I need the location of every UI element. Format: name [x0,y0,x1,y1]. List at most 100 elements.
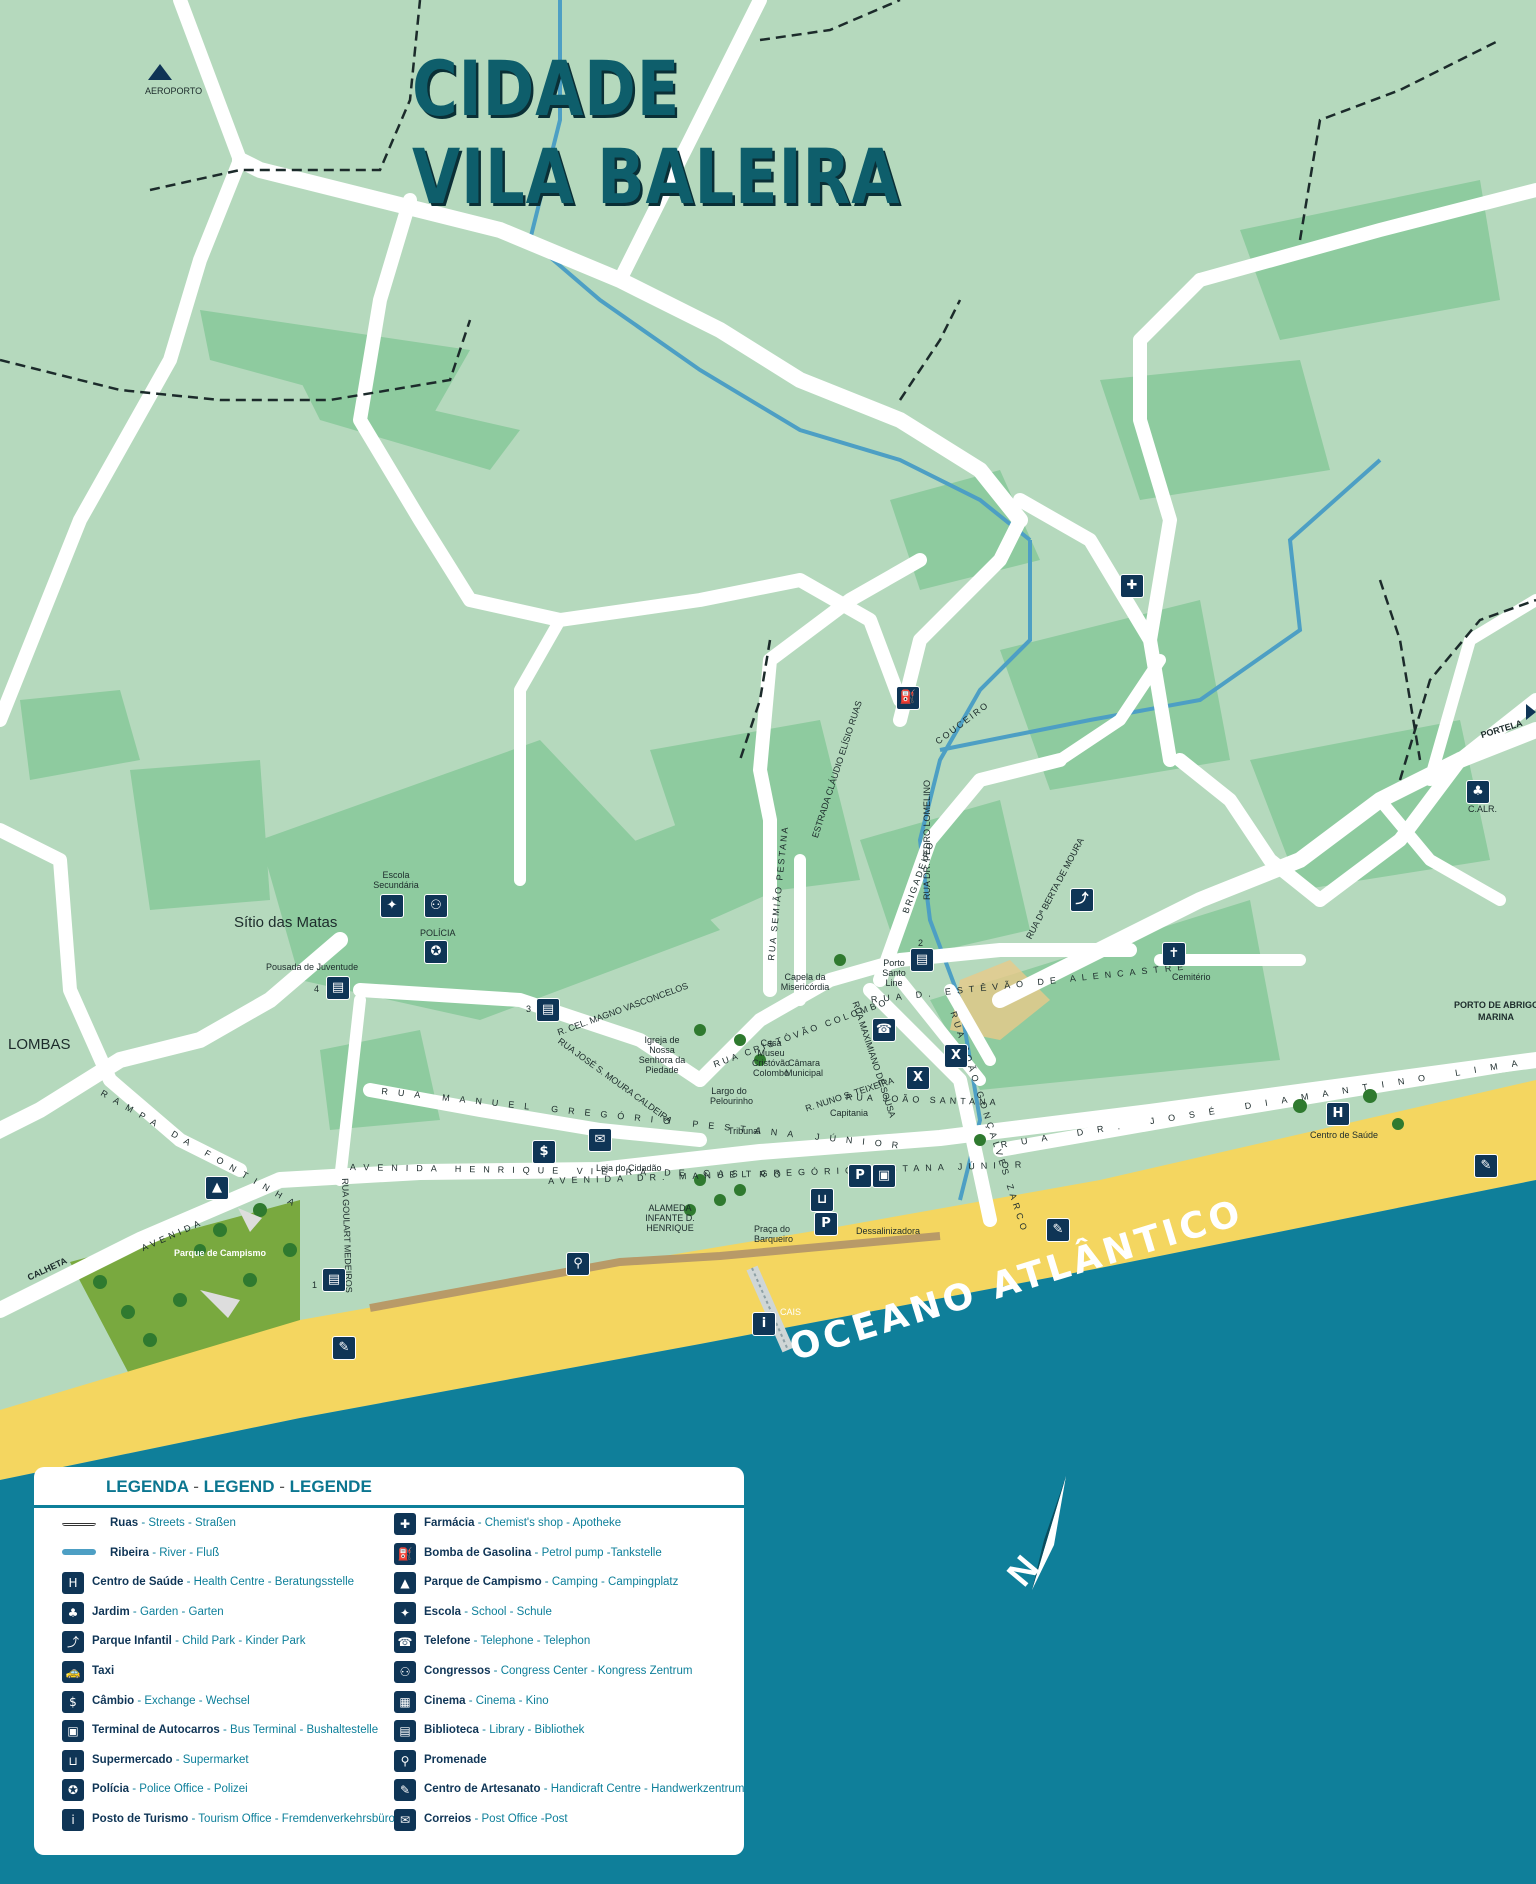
taxi-icon[interactable]: X [906,1066,930,1090]
legend-item-label: Telefone - Telephone - Telephon [424,1635,591,1648]
post-icon[interactable]: ✉ [588,1128,612,1152]
garden-icon[interactable]: ♣ [1466,780,1490,804]
school-icon[interactable]: ✦ [380,894,404,918]
label-cemiterio: Cemitério [1172,972,1211,982]
legend-title-en: LEGEND [203,1477,275,1496]
label-capela: Capela da Misericórdia [780,972,830,992]
playground-icon[interactable]: ⤴ [1070,888,1094,912]
legend-item-label: Biblioteca - Library - Bibliothek [424,1724,585,1737]
label-loja: Loja do Cidadão [596,1163,662,1173]
label-capitania: Capitania [830,1108,869,1118]
fuel-icon[interactable]: ⛽ [896,686,920,710]
library-icon-4[interactable]: ▤ [910,948,934,972]
label-marina: MARINA [1478,1012,1514,1022]
legend-item-label: Centro de Artesanato - Handicraft Centre… [424,1783,745,1796]
label-sitio: Sítio das Matas [234,914,338,931]
police-icon[interactable]: ✪ [424,940,448,964]
pharmacy-icon: ✚ [394,1513,416,1535]
label-praca: Praça do Barqueiro [754,1224,794,1244]
legend-item-label: Parque de Campismo - Camping - Campingpl… [424,1576,679,1589]
label-largo: Largo do Pelourinho [710,1086,754,1106]
legend-header: LEGENDA - LEGEND - LEGENDE [34,1467,744,1508]
street-rua-dr-pedro: RUA DR. PEDRO LOMELINO [922,779,932,900]
taxi-icon-2[interactable]: X [944,1044,968,1068]
label-n1: 1 [312,1280,318,1290]
legend-item-label: Centro de Saúde - Health Centre - Beratu… [92,1576,355,1589]
exchange-icon: $ [62,1690,84,1713]
handicraft-icon-3[interactable]: ✎ [1474,1154,1498,1178]
label-centro-saude: Centro de Saúde [1310,1130,1379,1140]
taxi-icon: 🚕 [62,1661,84,1683]
hospital-icon: H [62,1572,84,1595]
legend-item-label: Parque Infantil - Child Park - Kinder Pa… [92,1635,306,1648]
legend-item-label: Cinema - Cinema - Kino [424,1694,549,1707]
tourism-icon: i [62,1809,84,1831]
bus-icon[interactable]: ▣ [872,1164,896,1188]
hospital-icon[interactable]: H [1326,1102,1350,1126]
library-icon-2[interactable]: ▤ [536,998,560,1022]
trees [93,954,1404,1347]
label-igreja: Igreja de Nossa Senhora da Piedade [638,1035,686,1075]
school-icon: ✦ [394,1601,416,1624]
map-title: CIDADE VILA BALEIRA [412,45,900,221]
label-lombas: LOMBAS [8,1036,71,1053]
label-n2: 2 [918,938,924,948]
handicraft-icon-2[interactable]: ✎ [332,1336,356,1360]
legend-item-label: Correios - Post Office -Post [424,1813,568,1825]
label-policia: POLÍCIA [420,928,456,938]
legend-item-label: Bomba de Gasolina - Petrol pump -Tankste… [424,1546,662,1559]
legend-item-label: Ruas - Streets - Straßen [110,1517,236,1529]
beach [0,1080,1536,1480]
police-icon: ✪ [62,1779,84,1802]
legend-item-label: Taxi [92,1665,115,1677]
label-alameda: ALAMEDA INFANTE D. HENRIQUE [645,1203,695,1233]
handicraft-icon[interactable]: ✎ [1046,1218,1070,1242]
parking-icon[interactable]: P [848,1164,872,1188]
pharmacy-icon[interactable]: ✚ [1120,574,1144,598]
supermarket-icon[interactable]: ⊔ [810,1188,834,1212]
telephone-icon[interactable]: ☎ [872,1018,896,1042]
label-tribunal: Tribunal [728,1126,761,1136]
telephone-icon: ☎ [394,1631,416,1654]
legend-item-label: Câmbio - Exchange - Wechsel [92,1694,250,1707]
camping-icon: ▲ [394,1572,416,1595]
legend-item-label: Farmácia - Chemist's shop - Apotheke [424,1517,622,1529]
label-camara: Câmara Municipal [784,1058,824,1078]
label-porto-santo-line: Porto Santo Line [882,958,906,988]
legend-item-label: Polícia - Police Office - Polizei [92,1783,248,1796]
cinema-icon: ▦ [394,1690,416,1713]
label-casa-museu: Casa Museu Cristóvão Colombo [751,1038,790,1078]
title-line-2: VILA BALEIRA [412,132,901,221]
supermarket-icon: ⊔ [62,1749,84,1772]
legend-item-label: Posto de Turismo - Tourism Office - Frem… [92,1813,395,1825]
library-icon-3[interactable]: ▤ [322,1268,346,1292]
legend-item-label: Ribeira - River - Fluß [110,1546,220,1559]
bus-icon: ▣ [62,1720,84,1743]
fuel-icon: ⛽ [394,1542,416,1565]
legend-sep-2: - [279,1477,285,1496]
legend-item-label: Supermercado - Supermarket [92,1753,249,1766]
library-icon[interactable]: ▤ [326,976,350,1000]
parking-icon-2[interactable]: P [814,1212,838,1236]
promenade-icon[interactable]: ⚲ [566,1252,590,1276]
congress-icon: ⚇ [394,1661,416,1683]
river-icon [62,1548,96,1555]
playground-icon: ⤴ [62,1631,84,1654]
tourism-icon[interactable]: i [752,1312,776,1336]
label-cale: C.ALR. [1468,804,1498,814]
legend-title: LEGENDA - LEGEND - LEGENDE [106,1477,372,1497]
label-n3: 3 [526,1004,532,1014]
trails [0,0,1536,781]
label-aeroporto: AEROPORTO [145,86,203,96]
legend-title-de: LEGENDE [289,1477,372,1496]
label-n4: 4 [314,984,320,994]
handicraft-icon: ✎ [394,1779,416,1802]
library-icon: ▤ [394,1720,416,1743]
cemetery-icon[interactable]: ✝ [1162,942,1186,966]
label-porto-abrigo: PORTO DE ABRIGO [1454,1000,1536,1010]
legend-title-pt: LEGENDA [106,1477,189,1496]
exchange-icon[interactable]: $ [532,1140,556,1164]
road-icon [62,1513,96,1526]
camping-icon[interactable]: ▲ [205,1176,229,1200]
congress-icon[interactable]: ⚇ [424,894,448,918]
